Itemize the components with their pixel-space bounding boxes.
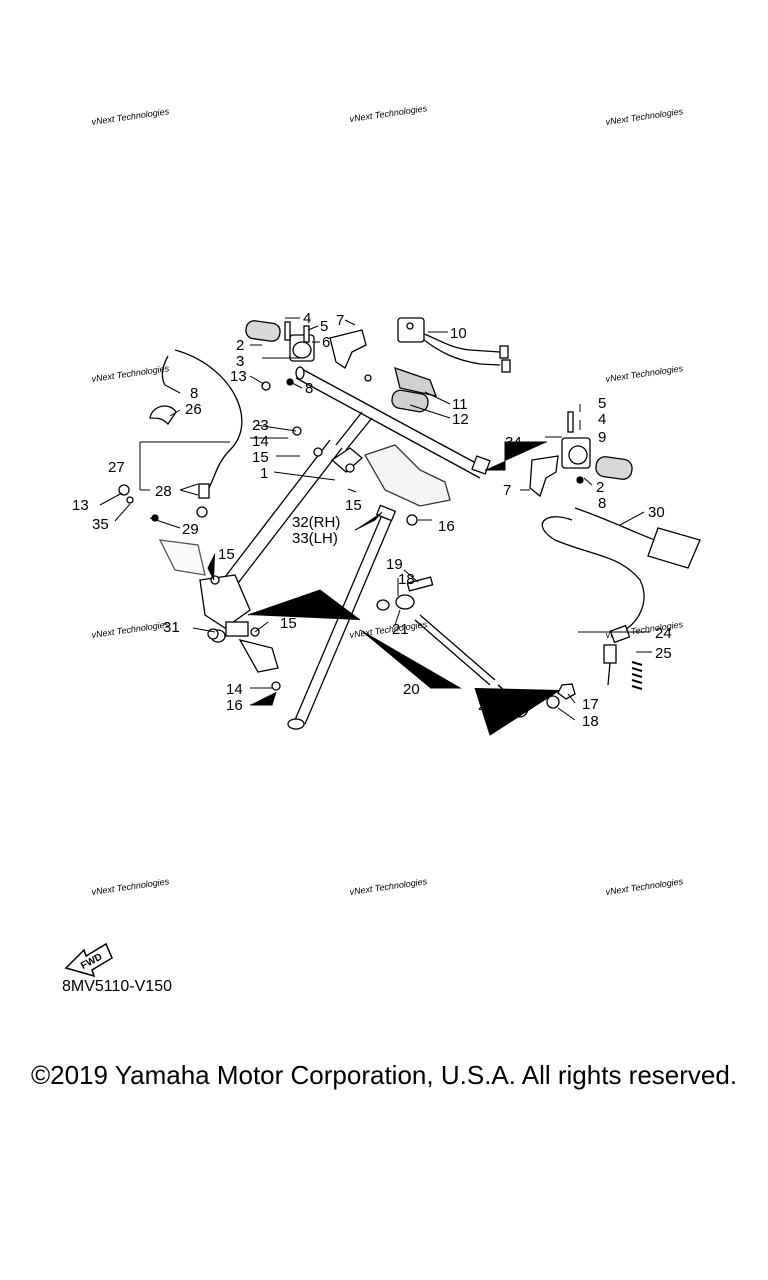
callout-20: 20 xyxy=(403,681,420,698)
callout-9: 9 xyxy=(598,429,606,446)
watermarks: vNext Technologies vNext Technologies vN… xyxy=(91,103,684,897)
callout-31: 31 xyxy=(163,619,180,636)
callout-4: 4 xyxy=(303,310,311,327)
callout-numbers: 2 3 4 5 6 7 10 8 11 12 13 8 26 23 14 15 … xyxy=(72,310,672,730)
spring-coil xyxy=(631,661,643,690)
callout-11: 11 xyxy=(452,396,468,413)
watermark: vNext Technologies xyxy=(91,106,170,127)
watermark: vNext Technologies xyxy=(605,876,684,897)
callout-27: 27 xyxy=(108,459,125,476)
watermark: vNext Technologies xyxy=(349,619,428,640)
callout-16: 16 xyxy=(226,697,243,714)
callout-7: 7 xyxy=(336,312,344,329)
callout-6: 6 xyxy=(322,334,330,351)
callout-15: 15 xyxy=(218,546,235,563)
handlebar xyxy=(295,366,486,479)
callout-8: 8 xyxy=(598,495,606,512)
watermark: vNext Technologies xyxy=(91,363,170,384)
long-strut xyxy=(287,504,397,730)
watermark: vNext Technologies xyxy=(349,876,428,897)
callout-26: 26 xyxy=(185,401,202,418)
watermark: vNext Technologies xyxy=(605,363,684,384)
callout-16: 16 xyxy=(438,518,455,535)
callout-25: 25 xyxy=(655,645,672,662)
watermark: vNext Technologies xyxy=(605,106,684,127)
callout-14: 14 xyxy=(226,681,243,698)
callout-18: 18 xyxy=(582,713,599,730)
callout-3: 3 xyxy=(236,353,244,370)
callout-18: 18 xyxy=(398,571,415,588)
callout-13: 13 xyxy=(230,368,247,385)
watermark: vNext Technologies xyxy=(349,103,428,124)
callout-21: 21 xyxy=(392,621,409,638)
callout-4: 4 xyxy=(598,411,606,428)
copyright-notice: ©2019 Yamaha Motor Corporation, U.S.A. A… xyxy=(30,1060,738,1090)
diagram-code: 8MV5110-V150 xyxy=(62,978,172,995)
watermark: vNext Technologies xyxy=(91,876,170,897)
callout-12: 12 xyxy=(452,411,469,428)
callout-8: 8 xyxy=(190,385,198,402)
callout-17: 17 xyxy=(582,696,599,713)
watermark: vNext Technologies xyxy=(91,619,170,640)
fwd-arrow-icon: FWD xyxy=(64,942,113,978)
callout-2: 2 xyxy=(596,479,604,496)
callout-8: 8 xyxy=(305,380,313,397)
callout-2: 2 xyxy=(236,337,244,354)
callout-28: 28 xyxy=(155,483,172,500)
callout-34: 34 xyxy=(505,434,522,451)
steering-tube xyxy=(214,411,373,601)
callout-29: 29 xyxy=(182,521,199,538)
callout-22: 22 xyxy=(478,697,495,714)
callout-15: 15 xyxy=(252,449,269,466)
callout-32rh: 32(RH) xyxy=(292,514,340,531)
callout-23: 23 xyxy=(252,417,269,434)
callout-33lh: 33(LH) xyxy=(292,530,338,547)
callout-10: 10 xyxy=(450,325,467,342)
callout-24: 24 xyxy=(655,625,672,642)
callout-30: 30 xyxy=(648,504,665,521)
callout-19: 19 xyxy=(386,556,403,573)
callout-7: 7 xyxy=(503,482,511,499)
callout-5: 5 xyxy=(320,318,328,335)
leader-lines xyxy=(99,317,652,736)
callout-35: 35 xyxy=(92,516,109,533)
callout-15: 15 xyxy=(345,497,362,514)
callout-5: 5 xyxy=(598,395,606,412)
callout-13: 13 xyxy=(72,497,89,514)
callout-1: 1 xyxy=(260,465,268,482)
callout-15: 15 xyxy=(280,615,297,632)
callout-14: 14 xyxy=(252,433,269,450)
